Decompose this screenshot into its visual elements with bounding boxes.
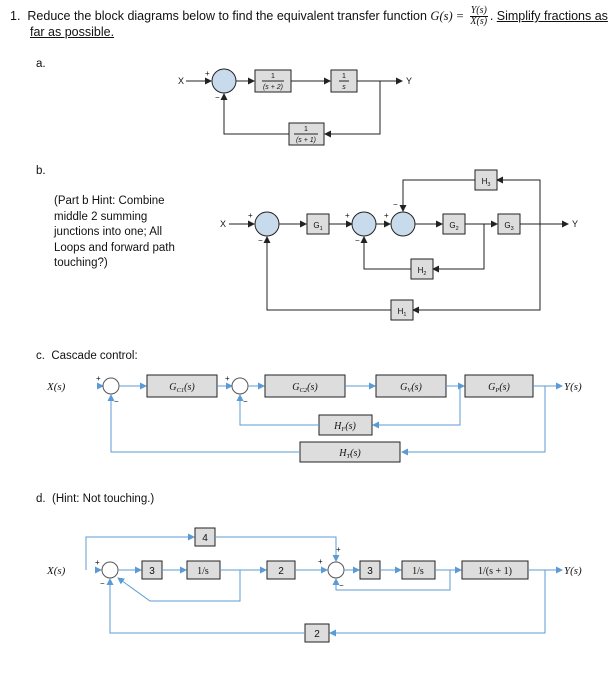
d-lag-label: 1/(s + 1) xyxy=(478,566,512,577)
part-b-hint: (Part b Hint: Combine middle 2 summing j… xyxy=(54,194,189,272)
b-h1-label: H1 xyxy=(398,307,407,318)
c-gc1-label: GC1(s) xyxy=(169,382,195,394)
diagram-a: X + − 1 (s + 2) 1 s Y 1 (s + 1) xyxy=(178,68,412,146)
c-sum-1 xyxy=(102,377,120,395)
b-g3-label: G3 xyxy=(504,221,513,232)
d-sign: + xyxy=(318,557,323,566)
c-hf-label: HF(s) xyxy=(333,421,356,433)
d-sum-2 xyxy=(327,561,345,579)
diagram-b: X + − G1 + − + − G2 G3 Y H3 H2 xyxy=(220,169,578,321)
c-sum-2 xyxy=(231,377,249,395)
question-number: 1. xyxy=(10,8,21,23)
d-2b-label: 2 xyxy=(314,629,320,640)
a-b1-den: (s + 2) xyxy=(263,84,283,91)
diagram-c: X(s) + − GC1(s) + − GC2(s) GV(s) GP(s) Y… xyxy=(46,374,582,463)
d-2a-label: 2 xyxy=(278,566,284,577)
b-input-label: X xyxy=(220,219,226,229)
d-sign: − xyxy=(100,579,105,588)
b-h3-label: H3 xyxy=(482,177,491,188)
a-summing-junction xyxy=(211,68,237,94)
a-fb-num: 1 xyxy=(304,126,308,133)
a-output-label: Y xyxy=(406,76,412,86)
hint-line: touching?) xyxy=(54,257,108,269)
d-sign: − xyxy=(339,581,344,590)
question-text: Reduce the block diagrams below to find … xyxy=(27,8,427,23)
a-b2-den: s xyxy=(342,84,346,91)
diagram-d: X(s) + − 3 1/s 2 + + − 3 1/s 1/(s + 1) Y… xyxy=(46,527,582,643)
d-sign: + xyxy=(95,558,100,567)
period: . xyxy=(489,8,494,23)
b-sum-2 xyxy=(351,211,377,237)
c-gv-label: GV(s) xyxy=(400,382,422,394)
frac-num: Y(s) xyxy=(469,5,488,17)
hint-line: junctions into one; All xyxy=(54,226,163,238)
c-sign: − xyxy=(114,397,119,406)
gs-label: G(s) = xyxy=(430,8,465,23)
b-g1-label: G1 xyxy=(313,221,322,232)
part-c-title: Cascade control: xyxy=(51,350,138,362)
part-b-label: b. xyxy=(36,165,46,177)
yx-fraction: Y(s)X(s) xyxy=(469,5,488,27)
simplify-instruction: Simplify fractions as xyxy=(496,8,608,23)
a-b2-num: 1 xyxy=(342,73,346,80)
b-sign: + xyxy=(345,211,350,220)
hint-line: (Part b Hint: Combine xyxy=(54,195,165,207)
b-sign: − xyxy=(393,200,398,209)
a-fb-den: (s + 1) xyxy=(296,137,316,144)
c-output-label: Y(s) xyxy=(564,381,582,393)
c-sign: + xyxy=(225,374,230,383)
simplify-instruction-2: far as possible. xyxy=(30,25,115,39)
part-a-label: a. xyxy=(36,58,46,70)
b-sign: − xyxy=(258,236,263,245)
part-d-hint: (Hint: Not touching.) xyxy=(51,493,155,505)
question-title: 1. Reduce the block diagrams below to fi… xyxy=(10,6,608,27)
a-input-label: X xyxy=(178,76,184,86)
d-4-label: 4 xyxy=(202,533,208,544)
b-g2-label: G2 xyxy=(449,221,458,232)
c-gp-label: GP(s) xyxy=(488,382,510,394)
b-sign: − xyxy=(355,236,360,245)
c-sign: + xyxy=(96,374,101,383)
hint-line: Loops and forward path xyxy=(54,241,175,254)
d-input-label: X(s) xyxy=(46,565,66,577)
c-ht-label: HT(s) xyxy=(338,448,361,460)
c-sign: − xyxy=(243,397,248,406)
d-3a-label: 3 xyxy=(149,566,155,577)
part-d-letter: d. xyxy=(36,493,46,505)
b-sign: + xyxy=(248,211,253,220)
part-c-letter: c. xyxy=(36,350,45,362)
b-sum-3 xyxy=(390,211,416,237)
d-int2-label: 1/s xyxy=(412,566,424,577)
b-output-label: Y xyxy=(572,219,578,229)
part-d-label: d. (Hint: Not touching.) xyxy=(36,493,154,505)
d-sum-1 xyxy=(101,561,119,579)
d-output-label: Y(s) xyxy=(564,565,582,577)
frac-den: X(s) xyxy=(470,16,488,27)
b-sign: + xyxy=(384,211,389,220)
d-int1-label: 1/s xyxy=(197,566,209,577)
a-b1-num: 1 xyxy=(271,73,275,80)
a-sign-minus: − xyxy=(215,93,220,102)
c-gc2-label: GC2(s) xyxy=(292,382,318,394)
a-sign-plus: + xyxy=(205,69,210,78)
d-3b-label: 3 xyxy=(367,566,373,577)
hint-line: middle 2 summing xyxy=(54,210,148,223)
b-h2-label: H2 xyxy=(418,266,427,277)
d-sign: + xyxy=(336,545,341,554)
b-sum-1 xyxy=(254,211,280,237)
part-c-label: c. Cascade control: xyxy=(36,350,138,362)
c-input-label: X(s) xyxy=(46,381,66,393)
